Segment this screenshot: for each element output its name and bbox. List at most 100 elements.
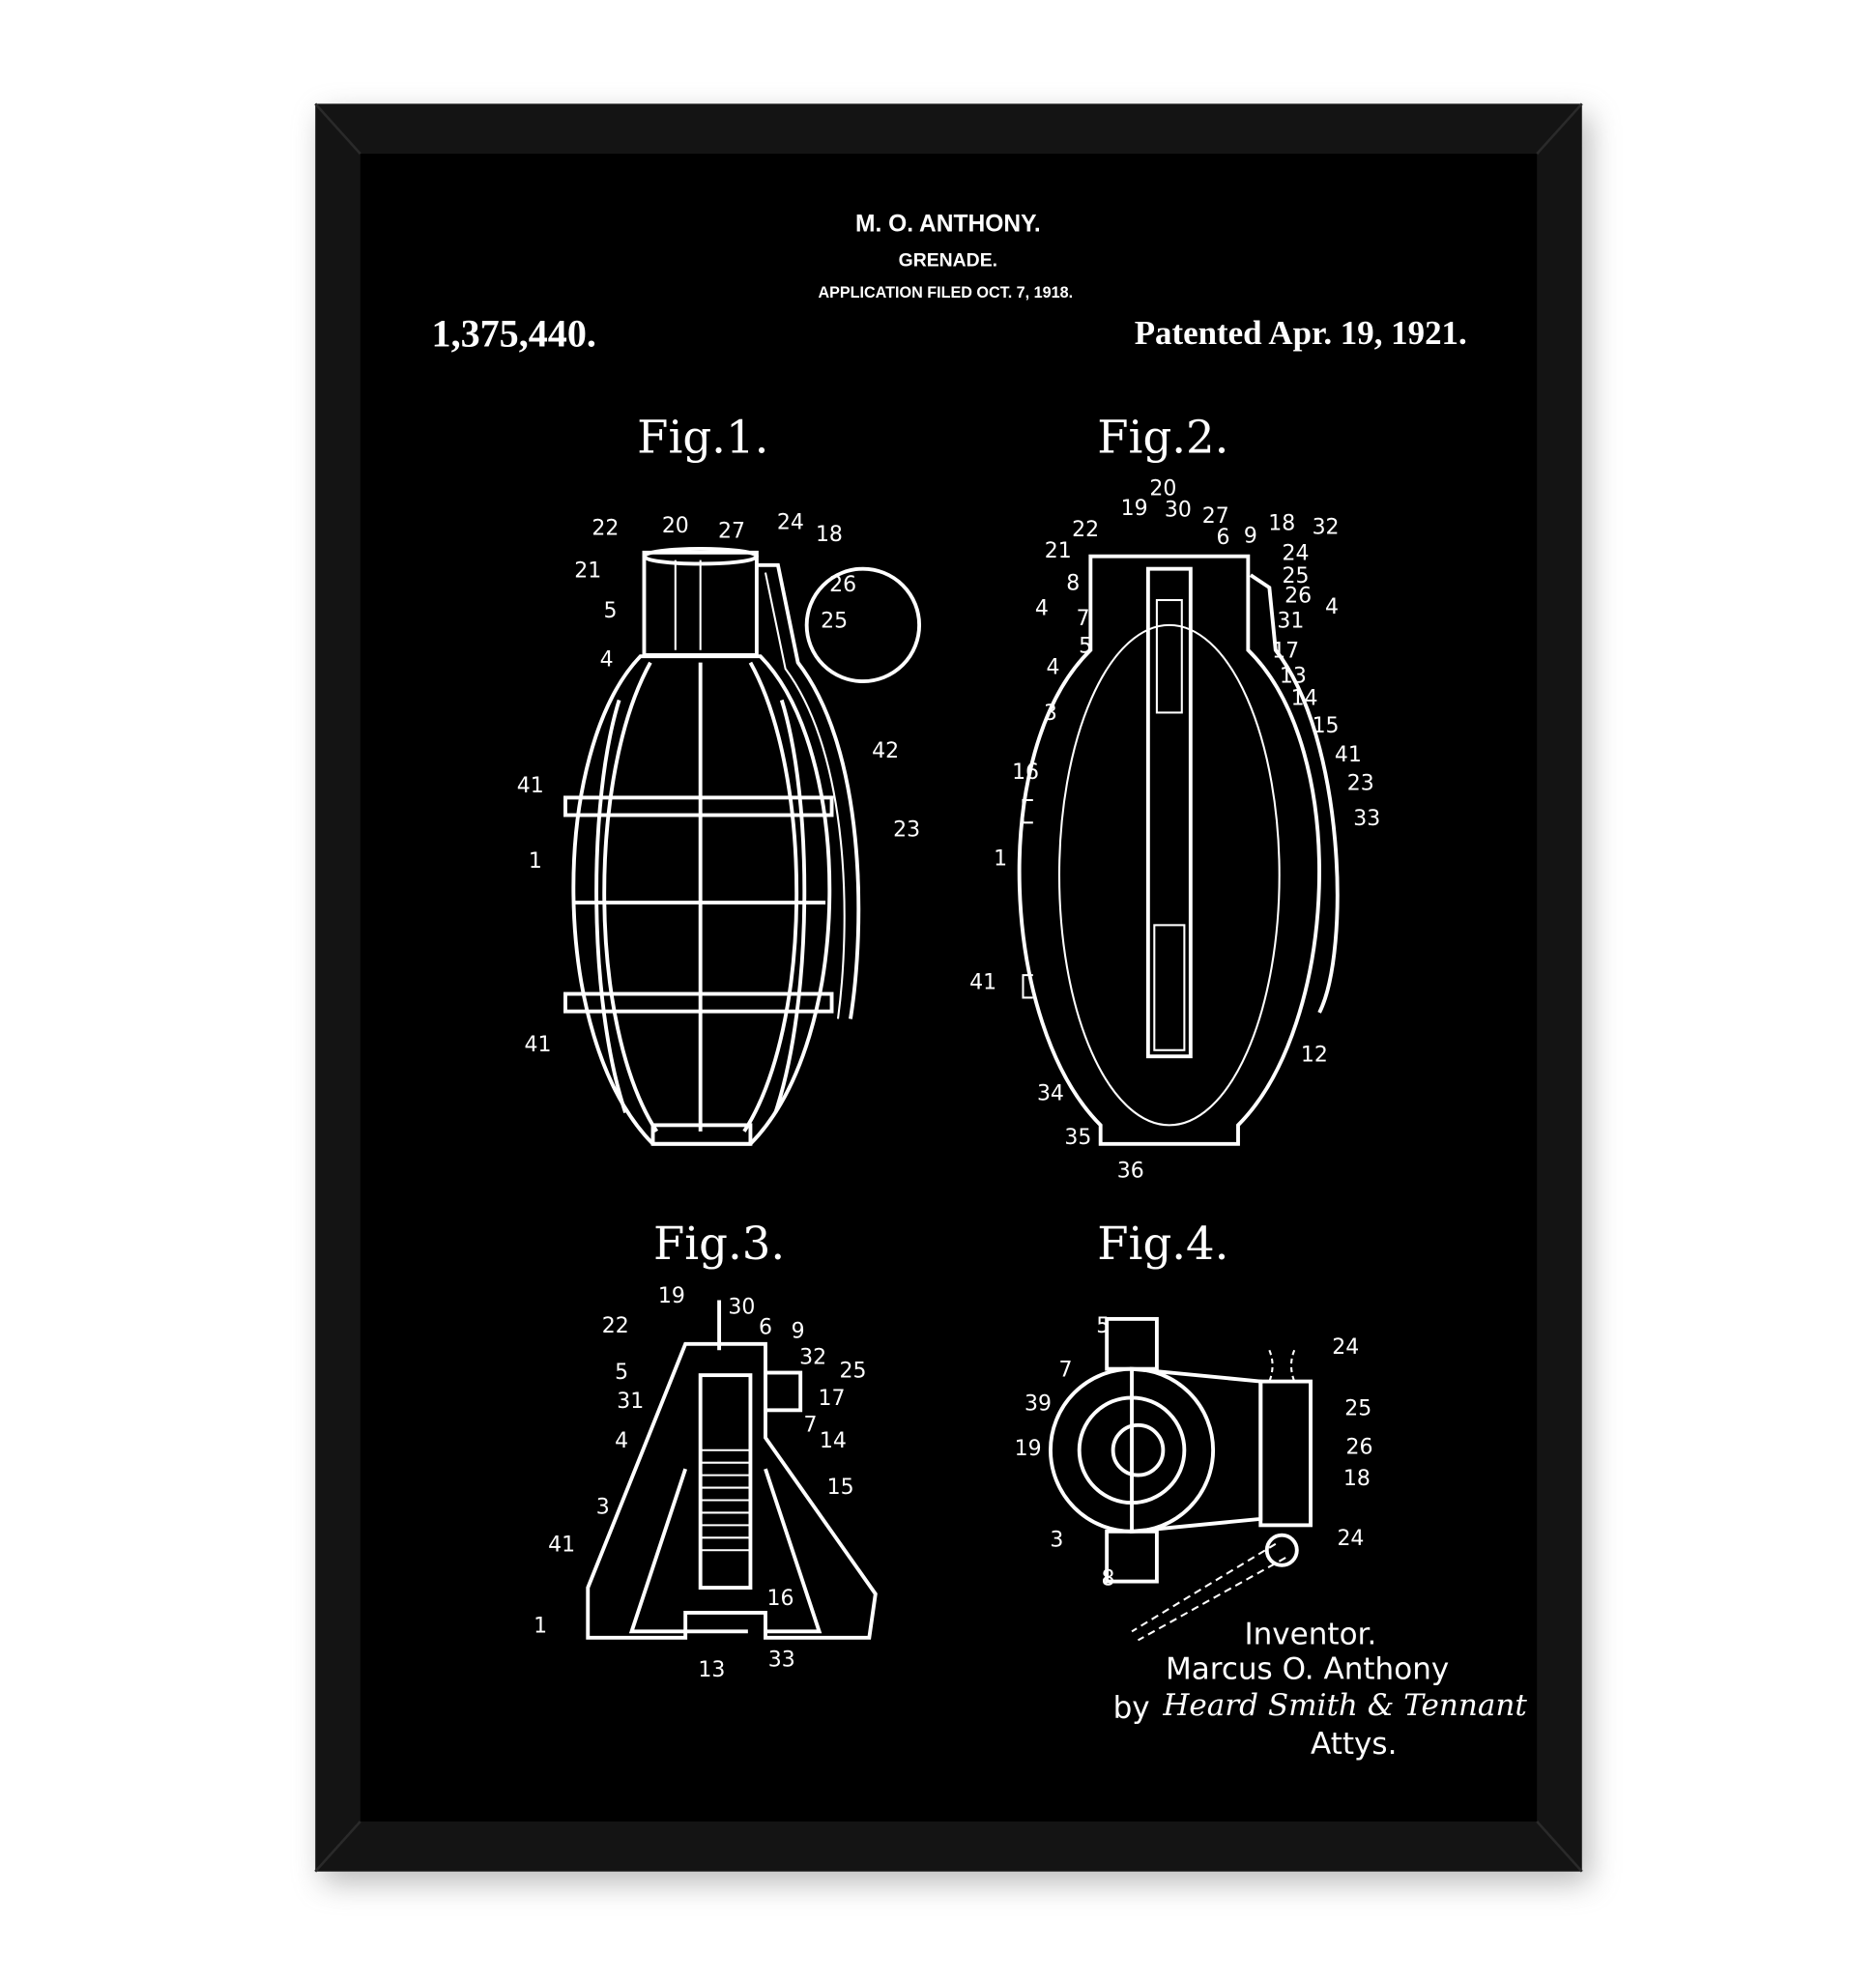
reference-numeral: 7 — [1077, 607, 1090, 631]
fig-3-fuse-section — [586, 1300, 878, 1640]
reference-numeral: 4 — [615, 1429, 628, 1453]
reference-numeral: 13 — [1280, 664, 1307, 688]
reference-numeral: 3 — [1044, 702, 1057, 726]
reference-numeral: 26 — [1284, 585, 1312, 609]
reference-numeral: 14 — [1291, 687, 1318, 711]
reference-numeral: 31 — [617, 1390, 644, 1414]
reference-numeral: 25 — [1344, 1397, 1371, 1421]
reference-numeral: 41 — [517, 774, 544, 798]
reference-numeral: 41 — [548, 1534, 575, 1558]
reference-numeral: 17 — [819, 1387, 846, 1411]
reference-numeral: 23 — [1347, 772, 1374, 796]
reference-numeral: 6 — [1216, 526, 1229, 550]
reference-numeral: 13 — [698, 1658, 725, 1682]
reference-numeral: 1 — [529, 849, 542, 874]
reference-numeral: 7 — [804, 1413, 818, 1437]
reference-numeral: 12 — [1301, 1043, 1328, 1067]
reference-numeral: 15 — [827, 1476, 854, 1500]
reference-numeral: 1 — [994, 846, 1007, 871]
fig-4-top-section — [1048, 1316, 1313, 1642]
reference-numeral: 14 — [820, 1429, 847, 1453]
reference-numeral: 26 — [1346, 1436, 1373, 1460]
inventor-header: M. O. ANTHONY. — [855, 211, 1041, 237]
reference-numeral: 3 — [1050, 1528, 1063, 1552]
reference-numeral: 4 — [1047, 655, 1060, 679]
reference-numeral: 32 — [1313, 515, 1340, 539]
reference-numeral: 24 — [1283, 542, 1310, 566]
reference-numeral: 19 — [658, 1284, 685, 1308]
reference-numeral: 20 — [662, 514, 689, 538]
reference-numeral: 23 — [893, 818, 920, 843]
fig-4-title: Fig.4. — [1097, 1218, 1228, 1270]
reference-numeral: 19 — [1015, 1437, 1042, 1461]
reference-numeral: 33 — [768, 1649, 795, 1673]
by-label: by — [1113, 1691, 1150, 1726]
reference-numeral: 5 — [604, 599, 618, 623]
reference-numeral: 3 — [596, 1496, 610, 1520]
reference-numeral: 9 — [1244, 524, 1257, 548]
application-filed: APPLICATION FILED OCT. 7, 1918. — [818, 284, 1073, 301]
reference-numeral: 4 — [1325, 595, 1339, 619]
fig-2-title: Fig.2. — [1097, 411, 1228, 463]
reference-numeral: 24 — [1332, 1335, 1359, 1360]
reference-numeral: 4 — [600, 648, 614, 673]
reference-numeral: 8 — [1101, 1566, 1114, 1591]
fig-1-grenade-exterior — [563, 547, 922, 1146]
reference-numeral: 32 — [799, 1345, 826, 1369]
patent-number: 1,375,440. — [432, 311, 596, 355]
reference-numeral: 15 — [1313, 714, 1340, 738]
reference-numeral: 31 — [1277, 609, 1304, 633]
reference-numeral: 22 — [592, 517, 619, 541]
reference-numeral: 22 — [602, 1314, 629, 1338]
reference-numeral: 16 — [1012, 760, 1039, 785]
reference-numeral: 33 — [1353, 807, 1380, 831]
reference-numeral: 27 — [718, 519, 745, 543]
reference-numeral: 34 — [1037, 1081, 1064, 1105]
attys-label: Attys. — [1311, 1727, 1397, 1762]
reference-numeral: 35 — [1064, 1126, 1091, 1150]
reference-numeral: 42 — [872, 739, 899, 763]
reference-numeral: 5 — [615, 1361, 628, 1385]
reference-numeral: 26 — [829, 573, 856, 597]
reference-numeral: 30 — [1165, 498, 1192, 522]
reference-numeral: 18 — [1343, 1467, 1371, 1491]
reference-numeral: 1 — [534, 1615, 547, 1639]
reference-numeral: 21 — [574, 559, 601, 584]
reference-numeral: 41 — [1335, 743, 1362, 767]
reference-numeral: 25 — [821, 609, 848, 633]
reference-numeral: 22 — [1072, 518, 1099, 542]
attorneys-signature: Heard Smith & Tennant — [1162, 1688, 1527, 1723]
reference-numeral: 9 — [792, 1319, 805, 1343]
reference-numeral: 21 — [1045, 539, 1072, 563]
patented-date: Patented Apr. 19, 1921. — [1135, 314, 1467, 352]
reference-numeral: 27 — [1202, 504, 1229, 529]
poster-mat — [360, 154, 1538, 1821]
reference-numeral: 41 — [525, 1033, 552, 1057]
reference-numeral: 16 — [766, 1587, 794, 1611]
reference-numeral: 24 — [777, 510, 804, 534]
reference-numeral: 20 — [1149, 476, 1176, 501]
fig-2-grenade-section — [1017, 554, 1340, 1146]
reference-numeral: 30 — [728, 1296, 755, 1320]
reference-numeral: 5 — [1096, 1314, 1110, 1338]
reference-numeral: 6 — [759, 1315, 772, 1339]
reference-numeral: 18 — [816, 523, 843, 547]
fig-3-title: Fig.3. — [653, 1218, 785, 1270]
reference-numeral: 41 — [969, 970, 996, 994]
reference-numeral: 17 — [1272, 640, 1299, 664]
inventor-name: Marcus O. Anthony — [1166, 1652, 1449, 1687]
reference-numeral: 39 — [1025, 1391, 1052, 1416]
reference-numeral: 18 — [1268, 512, 1295, 536]
inventor-label: Inventor. — [1244, 1617, 1376, 1651]
reference-numeral: 25 — [840, 1360, 867, 1384]
reference-numeral: 36 — [1117, 1160, 1144, 1184]
reference-numeral: 7 — [1058, 1358, 1072, 1382]
fig-1-title: Fig.1. — [637, 411, 768, 463]
reference-numeral: 25 — [1283, 564, 1310, 588]
reference-numeral: 4 — [1035, 597, 1049, 621]
reference-numeral: 24 — [1337, 1527, 1364, 1551]
patent-title: GRENADE. — [899, 250, 997, 272]
frame-bevel — [314, 102, 1583, 1873]
